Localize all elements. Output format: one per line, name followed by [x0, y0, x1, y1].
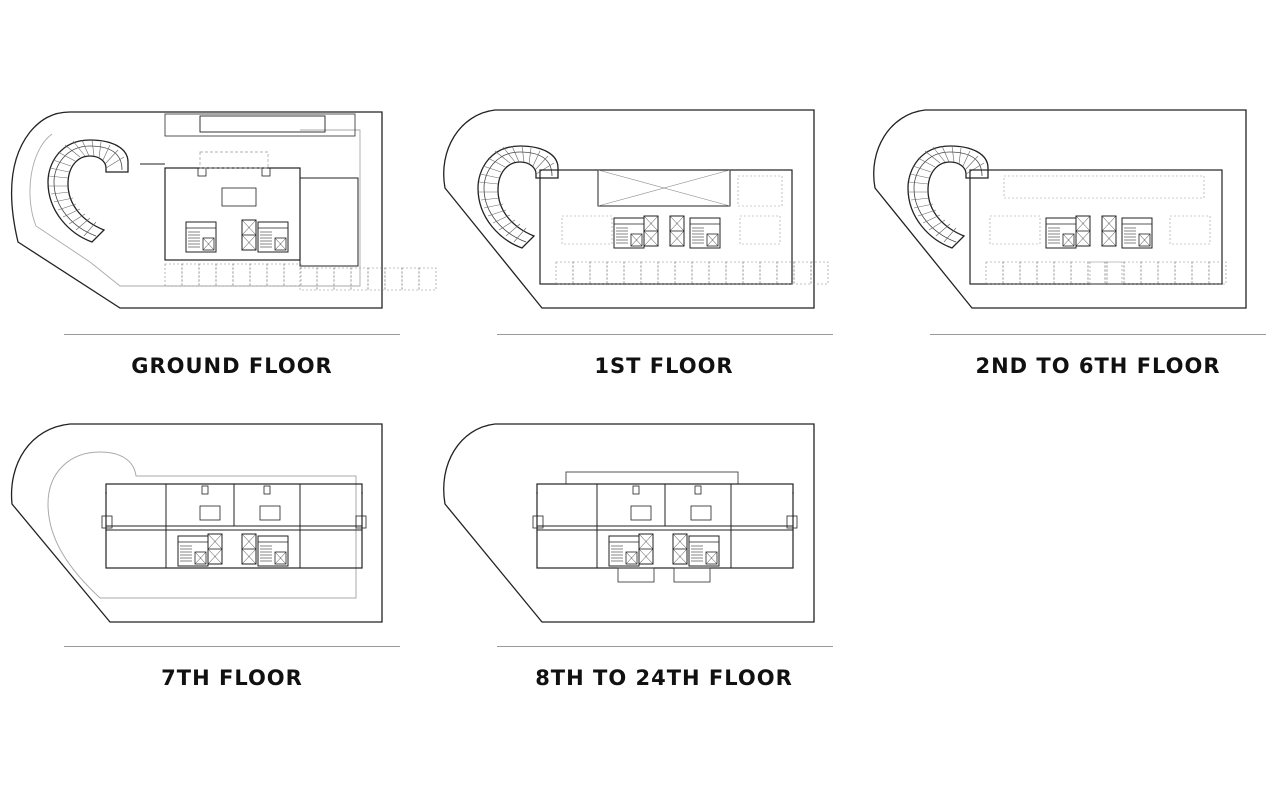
ground-floor-plan	[10, 111, 437, 309]
eighth-to-24th-floor-plan	[443, 423, 815, 623]
divider-ground	[64, 334, 400, 335]
seventh-floor-plan	[10, 423, 383, 623]
second-to-sixth-floor-plan	[873, 109, 1247, 309]
seventh-floor-caption: 7TH FLOOR	[161, 666, 303, 690]
first-floor-plan	[443, 109, 829, 309]
divider-eighth-24th	[497, 646, 833, 647]
eighth-to-24th-floor-caption: 8TH TO 24TH FLOOR	[535, 666, 793, 690]
divider-first	[497, 334, 833, 335]
second-to-sixth-floor-caption: 2ND TO 6TH FLOOR	[975, 354, 1221, 378]
divider-second-sixth	[930, 334, 1266, 335]
first-floor-caption: 1ST FLOOR	[594, 354, 734, 378]
ground-floor-caption: GROUND FLOOR	[131, 354, 333, 378]
divider-seventh	[64, 646, 400, 647]
